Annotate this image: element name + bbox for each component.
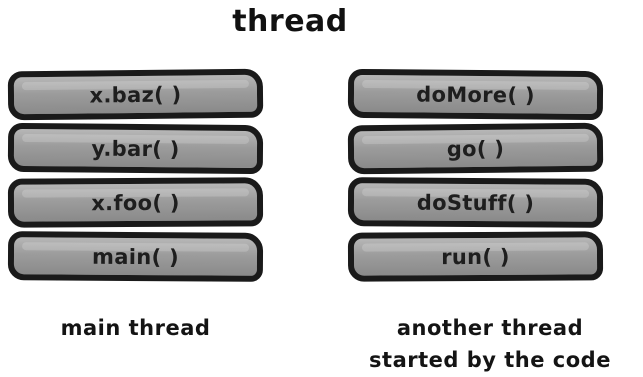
stack-frame: x.foo( ) — [7, 177, 264, 228]
stack-frame: main( ) — [7, 231, 264, 282]
stack-frame: x.baz( ) — [7, 68, 264, 121]
main-thread-call-stack: x.baz( ) y.bar( ) x.foo( ) main( ) — [7, 68, 264, 286]
main-thread-caption: main thread — [8, 312, 263, 344]
other-thread-call-stack: doMore( ) go( ) doStuff( ) run( ) — [347, 68, 604, 286]
diagram-title: thread — [232, 4, 348, 39]
stack-frame-label: run( ) — [441, 244, 510, 269]
stack-frame-label: doStuff( ) — [416, 190, 535, 215]
other-thread-caption-line-2: started by the code — [369, 348, 611, 372]
stack-frame-label: doMore( ) — [416, 81, 535, 108]
stack-frame: run( ) — [347, 231, 604, 282]
stack-frame: y.bar( ) — [7, 122, 264, 175]
stack-frame: doMore( ) — [347, 68, 604, 121]
stack-frame-label: x.baz( ) — [89, 82, 182, 107]
main-thread-caption-text: main thread — [60, 316, 211, 340]
other-thread-caption: another thread started by the code — [340, 312, 640, 376]
stack-frame-label: y.bar( ) — [91, 136, 180, 161]
stack-frame-label: x.foo( ) — [91, 190, 180, 215]
stack-frame-label: go( ) — [446, 136, 505, 161]
stack-frame-label: main( ) — [92, 244, 179, 269]
stack-frame: doStuff( ) — [347, 177, 604, 228]
stack-frame: go( ) — [347, 122, 604, 175]
other-thread-caption-line-1: another thread — [396, 316, 584, 340]
